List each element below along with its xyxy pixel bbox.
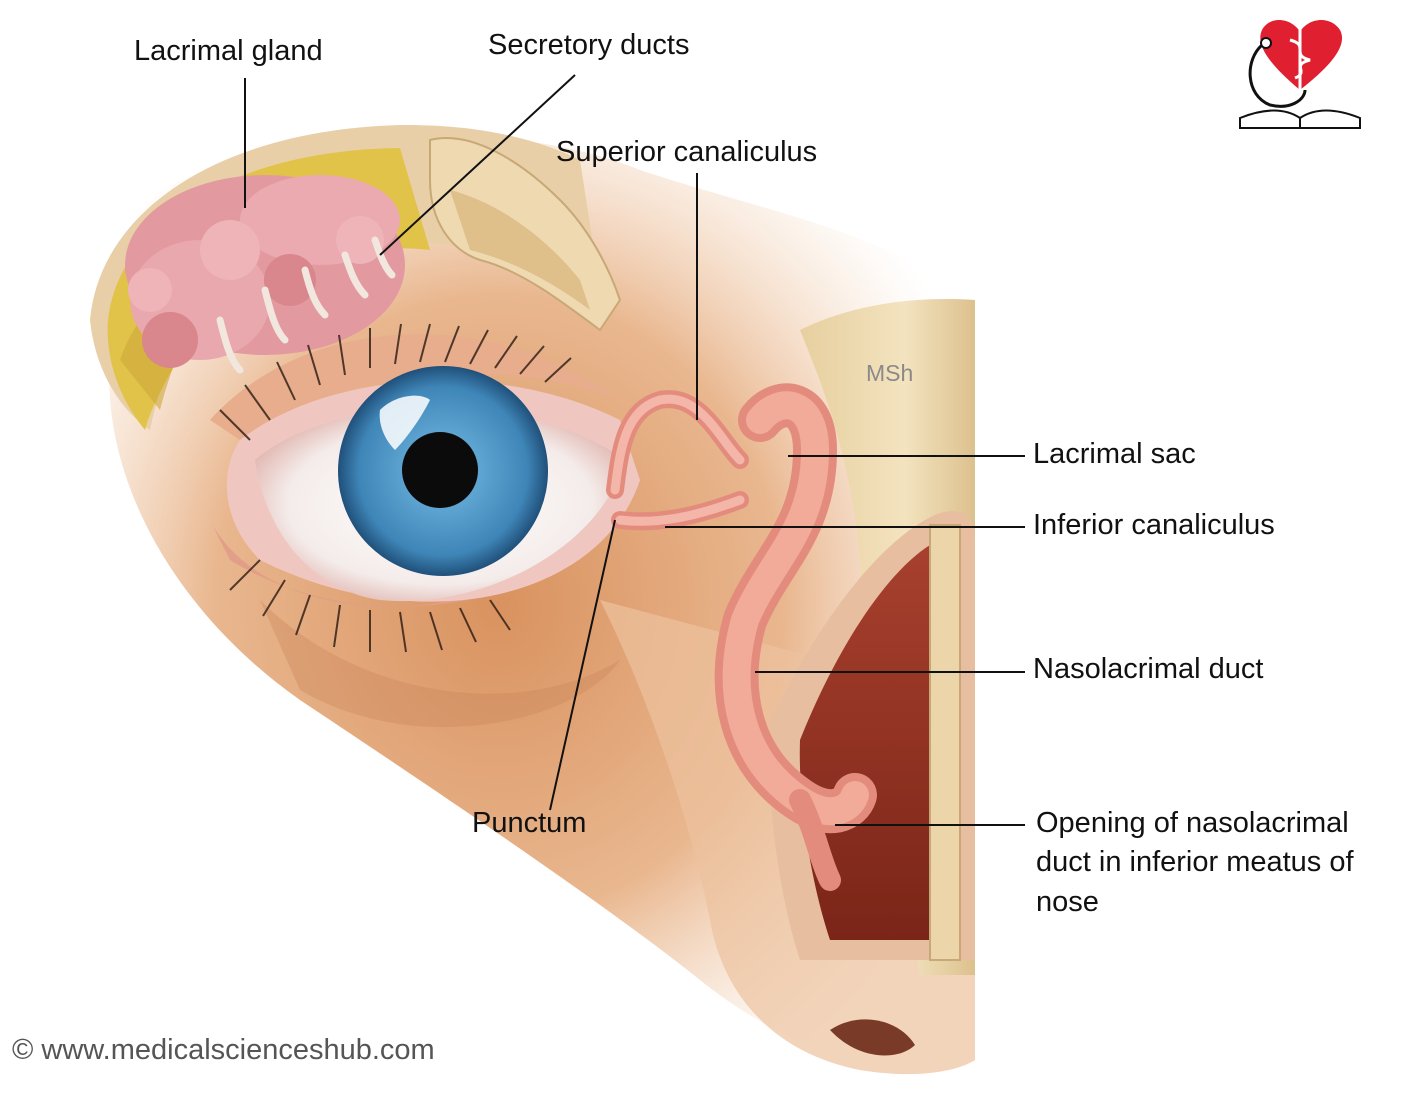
label-inferior-canaliculus: Inferior canaliculus xyxy=(1033,509,1275,541)
lacrimal-gland xyxy=(125,175,405,368)
secretory-ducts xyxy=(216,236,396,374)
label-superior-canaliculus: Superior canaliculus xyxy=(556,136,818,168)
copyright: © www.medicalscienceshub.com xyxy=(12,1034,435,1066)
leader-punctum xyxy=(549,519,616,811)
eyeball xyxy=(255,366,625,602)
leader-lines xyxy=(244,74,1025,826)
label-secretory-ducts: Secretory ducts xyxy=(488,29,690,61)
label-lacrimal-sac: Lacrimal sac xyxy=(1033,438,1196,470)
label-opening: Opening of nasolacrimal duct in inferior… xyxy=(1036,807,1354,918)
pupil xyxy=(402,432,478,508)
label-punctum: Punctum xyxy=(472,807,587,839)
bone-fragment xyxy=(429,137,622,332)
label-nasolacrimal-duct: Nasolacrimal duct xyxy=(1033,653,1264,685)
label-lacrimal-gland: Lacrimal gland xyxy=(134,35,323,67)
leader-secretory-ducts xyxy=(379,74,576,256)
eyelashes xyxy=(219,323,572,653)
watermark: MSh xyxy=(866,360,914,386)
lacrimal-drainage xyxy=(606,383,877,891)
heart-caduceus-book-logo xyxy=(1239,20,1361,129)
